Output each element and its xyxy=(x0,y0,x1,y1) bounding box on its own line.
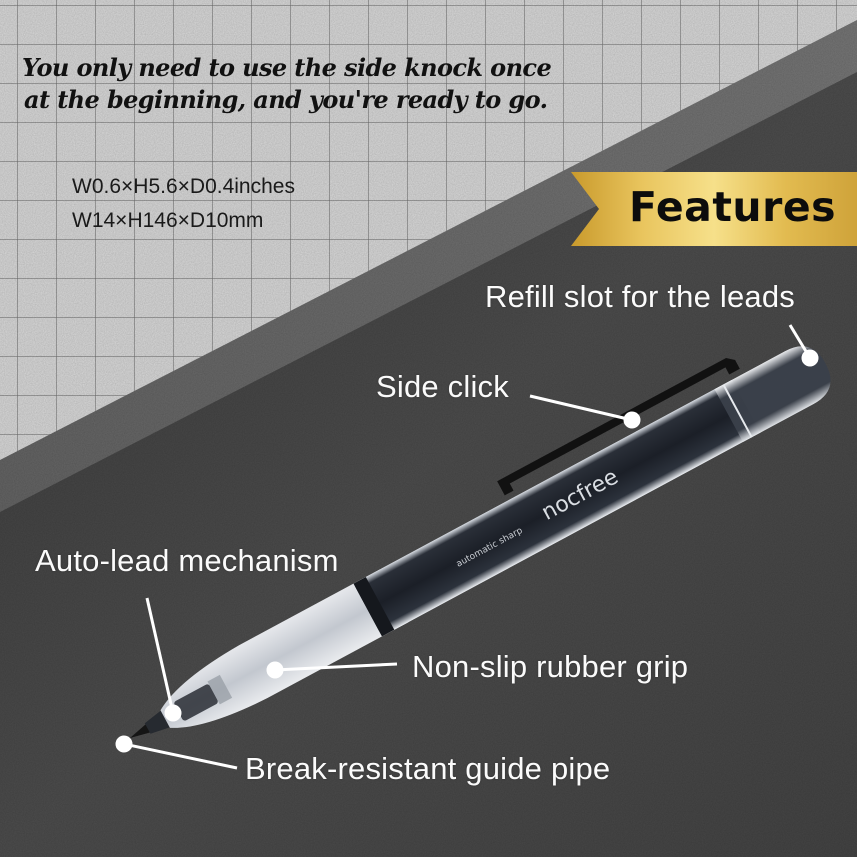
callout-guide-pipe: Break-resistant guide pipe xyxy=(245,751,611,786)
features-banner: Features xyxy=(571,172,857,246)
side-click-marker xyxy=(623,411,641,429)
pen-cap xyxy=(714,346,831,443)
headline: You only need to use the side knock once… xyxy=(22,52,662,116)
features-heading: Features xyxy=(629,183,837,231)
callout-refill-slot: Refill slot for the leads xyxy=(485,279,795,314)
refill-slot-marker xyxy=(801,349,819,367)
dimensions-inches: W0.6×H5.6×D0.4inches xyxy=(72,175,295,198)
callout-rubber-grip: Non-slip rubber grip xyxy=(412,649,689,684)
callout-auto-lead: Auto-lead mechanism xyxy=(35,543,339,578)
pen-barrel xyxy=(353,379,761,637)
callout-side-click: Side click xyxy=(376,369,509,404)
rubber-grip-marker xyxy=(266,661,284,679)
side-click-clip xyxy=(497,357,740,496)
lead-tip xyxy=(130,723,152,738)
headline-line-2: at the beginning, and you're ready to go… xyxy=(24,85,548,114)
headline-line-1: You only need to use the side knock once xyxy=(22,53,552,82)
guide-pipe-marker xyxy=(115,735,133,753)
ribbon-shape xyxy=(571,172,857,246)
dimensions: W0.6×H5.6×D0.4inches W14×H146×D10mm xyxy=(72,170,295,238)
auto-lead-marker xyxy=(164,704,182,722)
dimensions-mm: W14×H146×D10mm xyxy=(72,209,264,232)
